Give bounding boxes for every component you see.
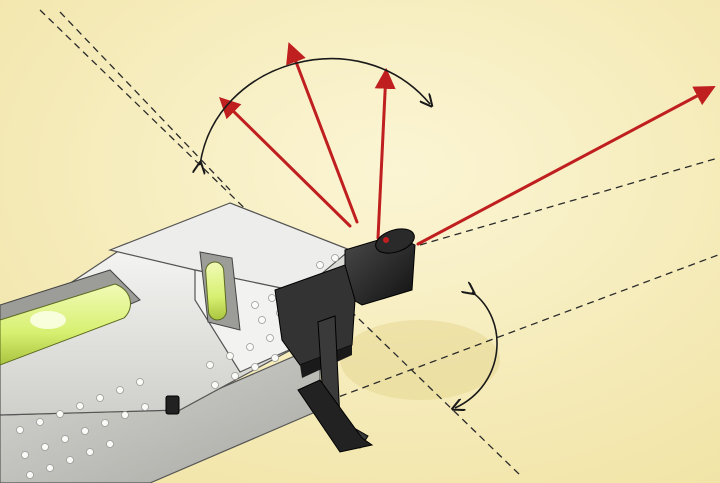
laser-beam-forward [416,86,716,246]
horizontal-bubble-vial [0,269,141,366]
power-switch-icon [165,395,180,415]
mounting-bracket [274,264,374,453]
curved-double-arrow-icon [200,58,430,165]
laser-emitter [344,228,416,306]
vertical-bubble-vial [199,251,241,331]
vial-bubble [30,311,66,329]
diagonal-dashed-line [39,9,521,476]
laser-aperture [383,237,389,243]
curved-double-arrow-icon [455,292,498,408]
laser-level-tool [0,202,416,483]
beam-dashed-line [419,157,719,246]
